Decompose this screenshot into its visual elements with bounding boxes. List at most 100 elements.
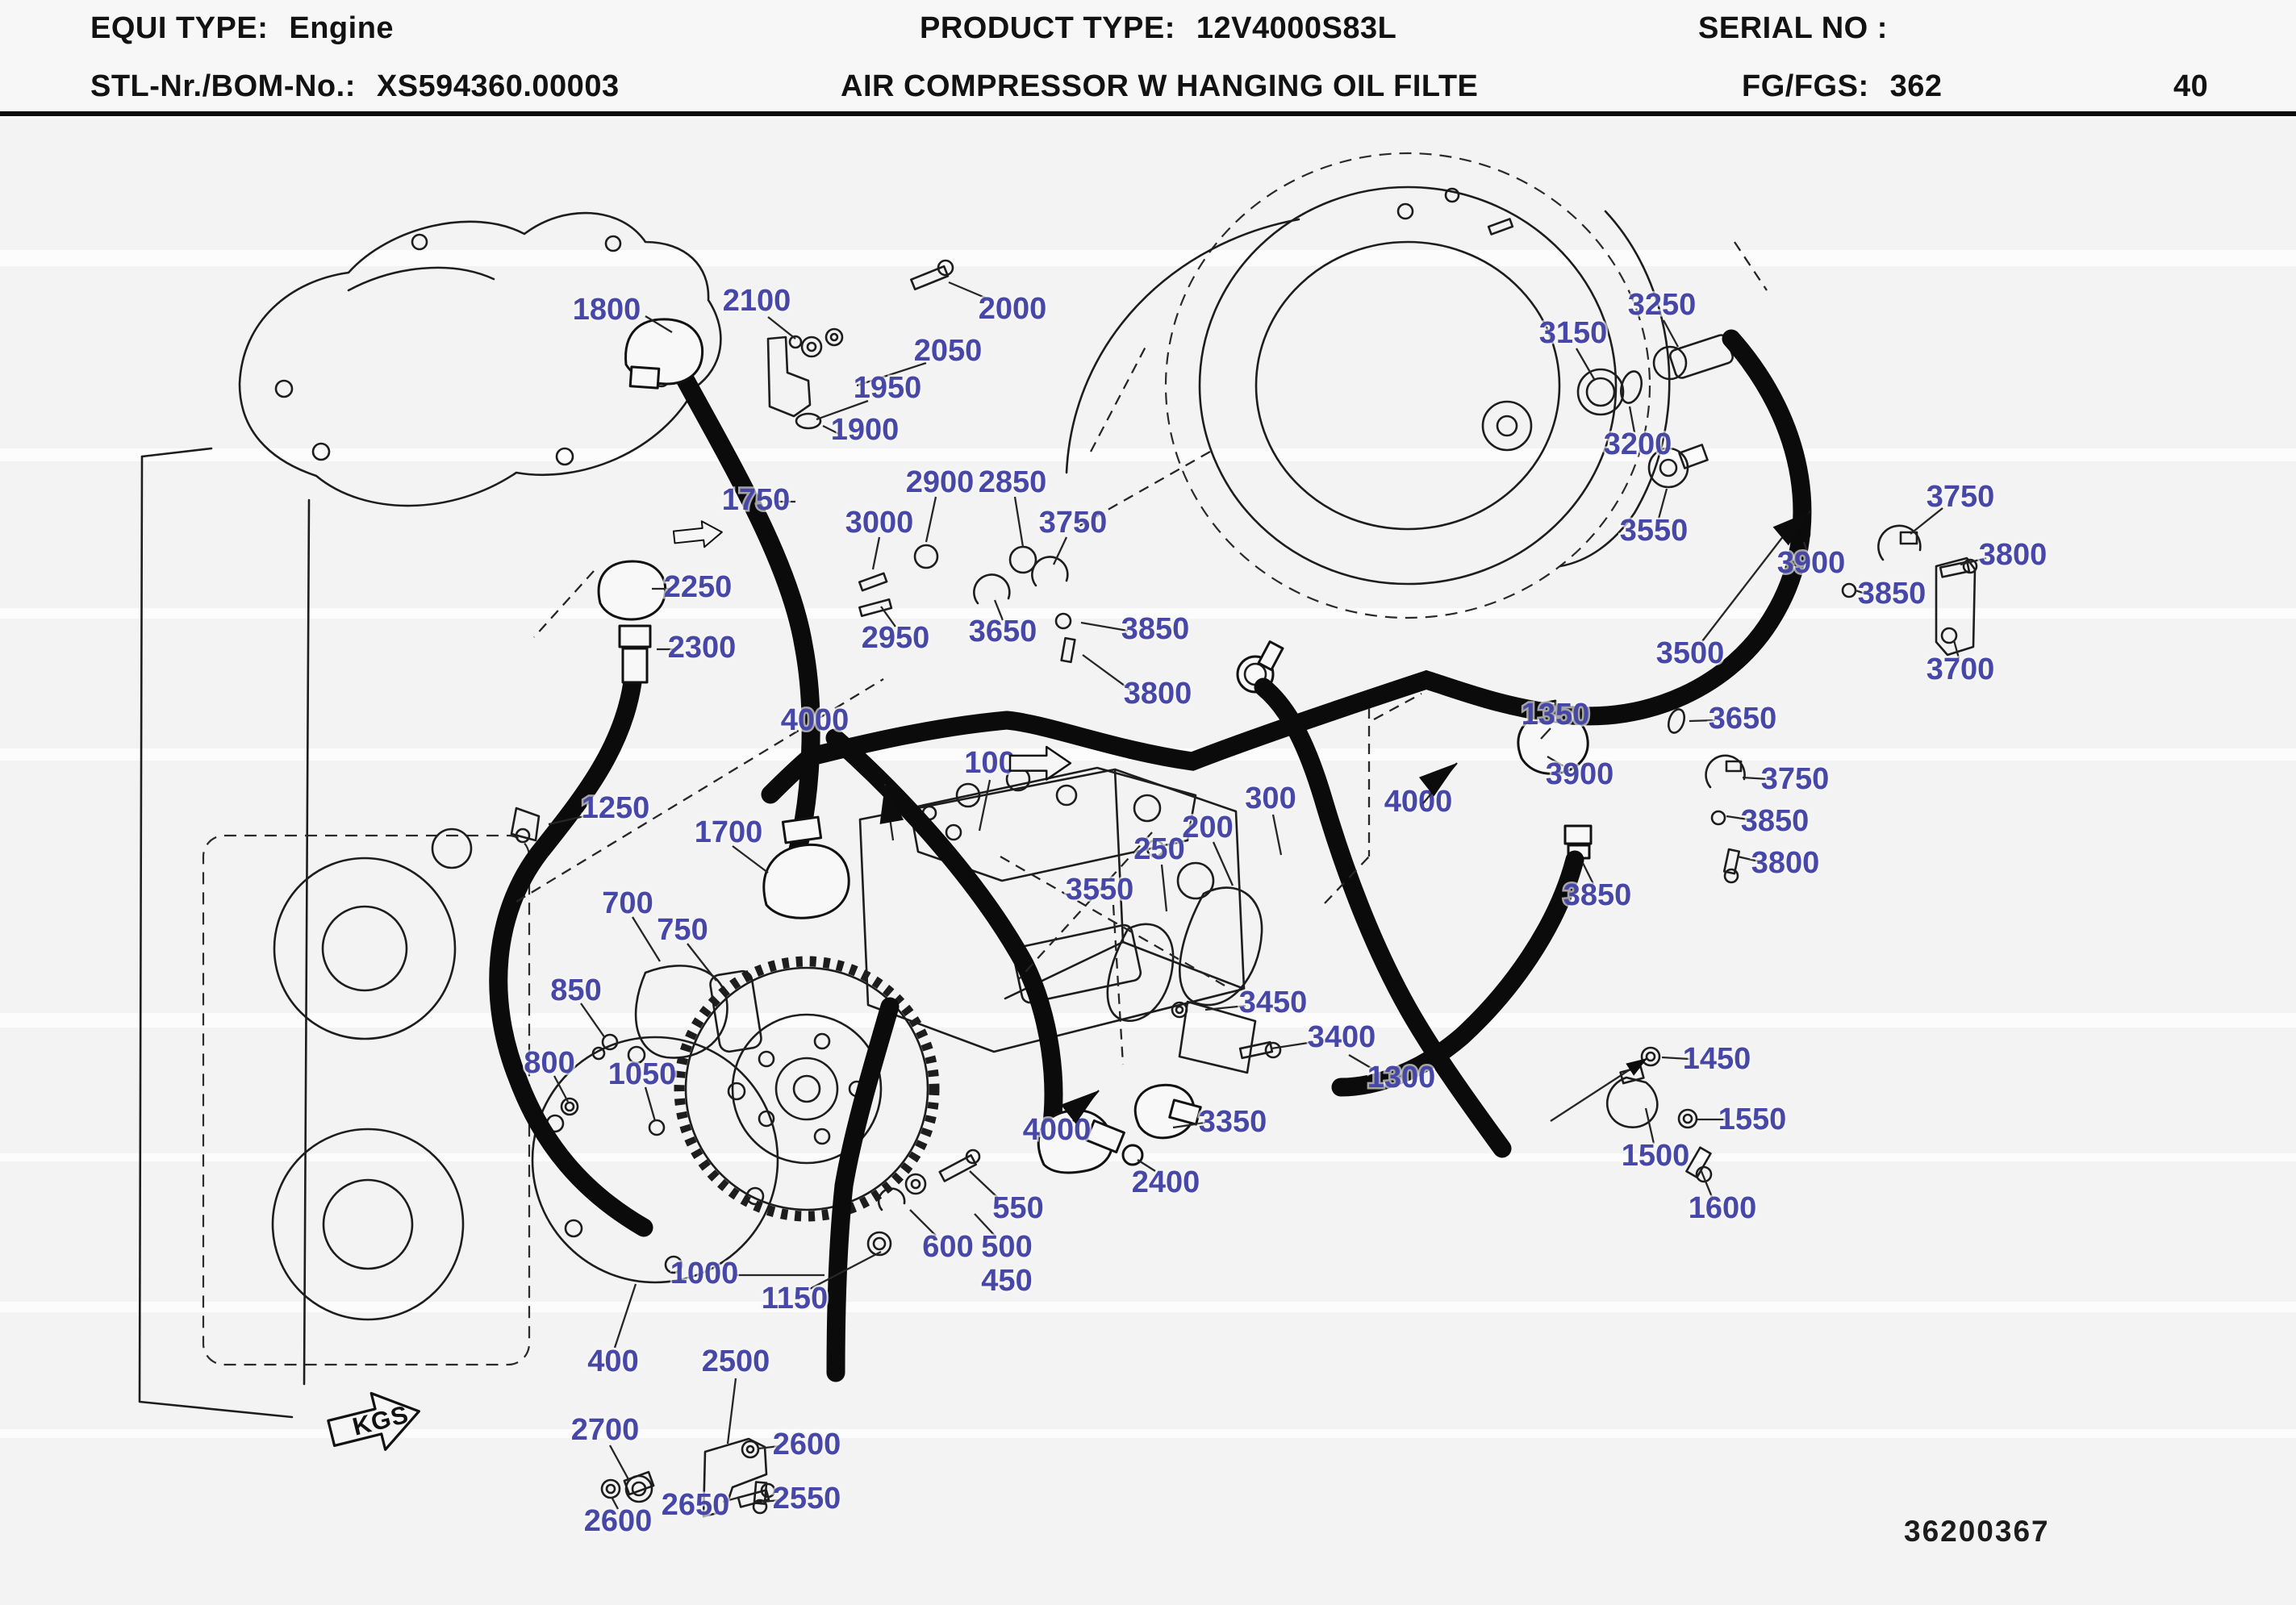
hose-1300-branch	[1254, 677, 1512, 1158]
scan-band	[0, 1429, 2296, 1438]
callout-label: 2600	[773, 1428, 841, 1461]
page-number: 40	[2173, 69, 2209, 103]
leader-line	[1699, 1169, 1714, 1198]
leader-line	[610, 1496, 620, 1510]
construction-line	[516, 678, 884, 903]
callout-label: 3700	[1927, 652, 1995, 686]
leader-line	[726, 1378, 737, 1444]
construction-line	[1017, 832, 1153, 981]
callout-label: 100	[964, 746, 1015, 780]
leader-line	[822, 424, 843, 437]
leader-line	[1052, 536, 1068, 565]
leader-line	[1855, 589, 1866, 595]
leader-line	[1737, 855, 1760, 863]
direction-arrow-icon	[879, 784, 904, 824]
leader-line	[732, 845, 769, 873]
callout-label: 2850	[979, 465, 1047, 499]
callout-label: 3650	[1709, 702, 1777, 736]
construction-line	[1000, 856, 1225, 986]
callout-label: 3450	[1239, 986, 1308, 1019]
stl-bom: STL-Nr./BOM-No.: XS594360.00003	[90, 69, 620, 104]
callout-label: 200	[1182, 811, 1233, 844]
leader-line	[1348, 1054, 1377, 1072]
callout-label: 500	[981, 1230, 1032, 1264]
stl-bom-value: XS594360.00003	[376, 69, 620, 103]
callout-label: 1450	[1683, 1042, 1751, 1076]
leader-line	[1212, 841, 1234, 886]
leader-line	[767, 316, 796, 340]
callout-label: 3900	[1777, 546, 1846, 580]
hose-3850-down	[1331, 850, 1584, 1097]
callout-label: 2500	[702, 1344, 770, 1378]
elbow-1700	[762, 843, 850, 919]
fg-fgs-label: FG/FGS:	[1742, 69, 1869, 103]
callout-label: 3750	[1761, 762, 1830, 796]
callout-label: 3200	[1604, 427, 1672, 461]
scan-band	[0, 448, 2296, 461]
hoses	[489, 318, 1812, 1382]
product-type-label: PRODUCT TYPE:	[920, 11, 1175, 45]
callout-label: 450	[981, 1264, 1032, 1298]
callout-label: 2250	[664, 570, 733, 604]
callout-label: 3850	[1858, 577, 1927, 611]
hose-1750	[665, 350, 820, 869]
equi-type-label: EQUI TYPE:	[90, 11, 269, 45]
callout-label: 1000	[670, 1257, 739, 1290]
callout-label: 3750	[1039, 506, 1108, 540]
leader-line	[1689, 719, 1716, 723]
direction-arrow-icon	[1772, 511, 1810, 546]
callout-label: 2100	[723, 284, 791, 318]
kgs-label: KGS	[350, 1400, 412, 1441]
leader-line	[608, 1444, 631, 1482]
leader-line	[645, 315, 673, 333]
pointer-arrow-icon	[1626, 1058, 1647, 1076]
callout-label: 3800	[1979, 538, 2048, 572]
leader-line	[1547, 756, 1564, 767]
leader-line	[1271, 1040, 1314, 1050]
callout-label: 3800	[1124, 677, 1192, 711]
callout-label: 400	[587, 1344, 638, 1378]
stl-bom-label: STL-Nr./BOM-No.:	[90, 69, 356, 103]
callout-label: 3400	[1308, 1020, 1376, 1054]
callout-label: 1500	[1622, 1139, 1690, 1173]
elbow-2250	[597, 560, 667, 621]
leader-line	[974, 1213, 996, 1237]
serial-no-label: SERIAL NO :	[1698, 11, 1888, 45]
leader-line	[1628, 406, 1636, 433]
leader-line	[909, 1209, 937, 1236]
leader-line	[722, 1495, 741, 1503]
leader-line	[553, 1075, 570, 1103]
callout-label: 1050	[608, 1057, 677, 1091]
leader-line	[993, 599, 1004, 621]
drawing-number: 36200367	[1904, 1515, 2050, 1548]
hose-1000	[826, 997, 900, 1382]
callout-label: 3900	[1546, 757, 1614, 791]
fg-fgs-value: 362	[1889, 69, 1943, 103]
leader-line	[687, 943, 717, 982]
callout-label: 3650	[969, 615, 1037, 648]
leader-line	[1172, 1121, 1206, 1129]
leader-line	[809, 1250, 882, 1290]
callout-label: 1950	[854, 371, 922, 405]
leader-line	[644, 1086, 657, 1122]
product-type: PRODUCT TYPE:12V4000S83L	[920, 11, 1396, 46]
leader-line	[816, 399, 869, 421]
callout-label: 1700	[695, 815, 763, 849]
leader-line	[1160, 864, 1168, 912]
callout-label: 1150	[762, 1282, 828, 1315]
callout-label: 1800	[573, 293, 641, 327]
flow-arrow-icon	[672, 520, 723, 548]
direction-arrow-icon	[1418, 763, 1457, 797]
callout-label: 1350	[1522, 698, 1590, 732]
sheet-title: AIR COMPRESSOR W HANGING OIL FILTE	[841, 69, 1479, 103]
leader-line	[1080, 621, 1129, 632]
callout-label: 1750	[722, 483, 791, 517]
callout-label: 1550	[1718, 1103, 1787, 1136]
equi-type-value: Engine	[289, 11, 394, 45]
leader-line	[1952, 640, 1960, 659]
callout-label: 550	[992, 1191, 1043, 1225]
leader-line	[1726, 815, 1749, 821]
leader-line	[948, 281, 991, 302]
leader-line	[1661, 1056, 1690, 1061]
